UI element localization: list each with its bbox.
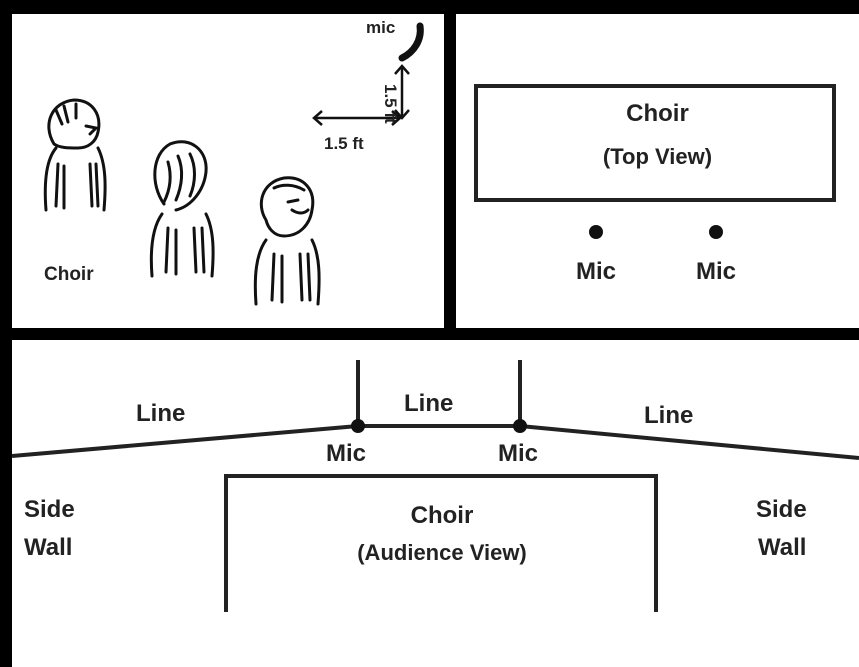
line-left-label: Line — [136, 400, 186, 427]
top-mic-right-label: Mic — [695, 258, 736, 285]
choir-top-title: Choir — [626, 100, 689, 127]
horizontal-distance-arrow — [312, 110, 402, 126]
choir-audience-subtitle: (Audience View) — [357, 540, 527, 565]
vertical-distance-label: 1.5 ft — [381, 84, 400, 124]
top-view-panel: Choir (Top View) Mic Mic — [456, 14, 859, 328]
choir-top-view-box — [474, 84, 836, 202]
line-center-label: Line — [404, 390, 454, 417]
mic-dot-left — [351, 419, 365, 433]
top-view-drawing — [474, 84, 836, 239]
side-view-panel: mic 1.5 ft 1.5 ft Choir — [12, 14, 444, 328]
singer-2-icon — [149, 140, 215, 278]
side-wall-left-line-1: Side — [24, 496, 75, 523]
audience-view-drawing — [12, 360, 859, 612]
choir-top-subtitle: (Top View) — [602, 144, 713, 169]
side-view-drawing — [43, 22, 424, 306]
choir-audience-view-box — [224, 474, 658, 612]
singer-3-icon — [253, 176, 321, 306]
side-wall-right-line-2: Wall — [758, 534, 807, 561]
line-right-label: Line — [644, 402, 694, 429]
mic-icon — [398, 22, 424, 62]
mic-lines — [12, 360, 859, 460]
mic-left-label: Mic — [326, 440, 367, 467]
mic-dot-right — [513, 419, 527, 433]
mic-dot-left — [589, 225, 603, 239]
mic-label: mic — [366, 18, 396, 37]
choir-audience-title: Choir — [410, 502, 474, 529]
top-mic-left-label: Mic — [575, 258, 616, 285]
horizontal-distance-label: 1.5 ft — [324, 134, 364, 153]
singer-1-icon — [43, 98, 107, 212]
audience-view-panel: Line Line Line Mic Mic Side Wall Side Wa… — [12, 340, 859, 667]
side-wall-right-line-1: Side — [756, 496, 807, 523]
choir-label: Choir — [44, 264, 94, 285]
vertical-distance-arrow — [394, 64, 410, 120]
side-wall-left-line-2: Wall — [24, 534, 73, 561]
mic-right-label: Mic — [498, 440, 539, 467]
mic-dot-right — [709, 225, 723, 239]
